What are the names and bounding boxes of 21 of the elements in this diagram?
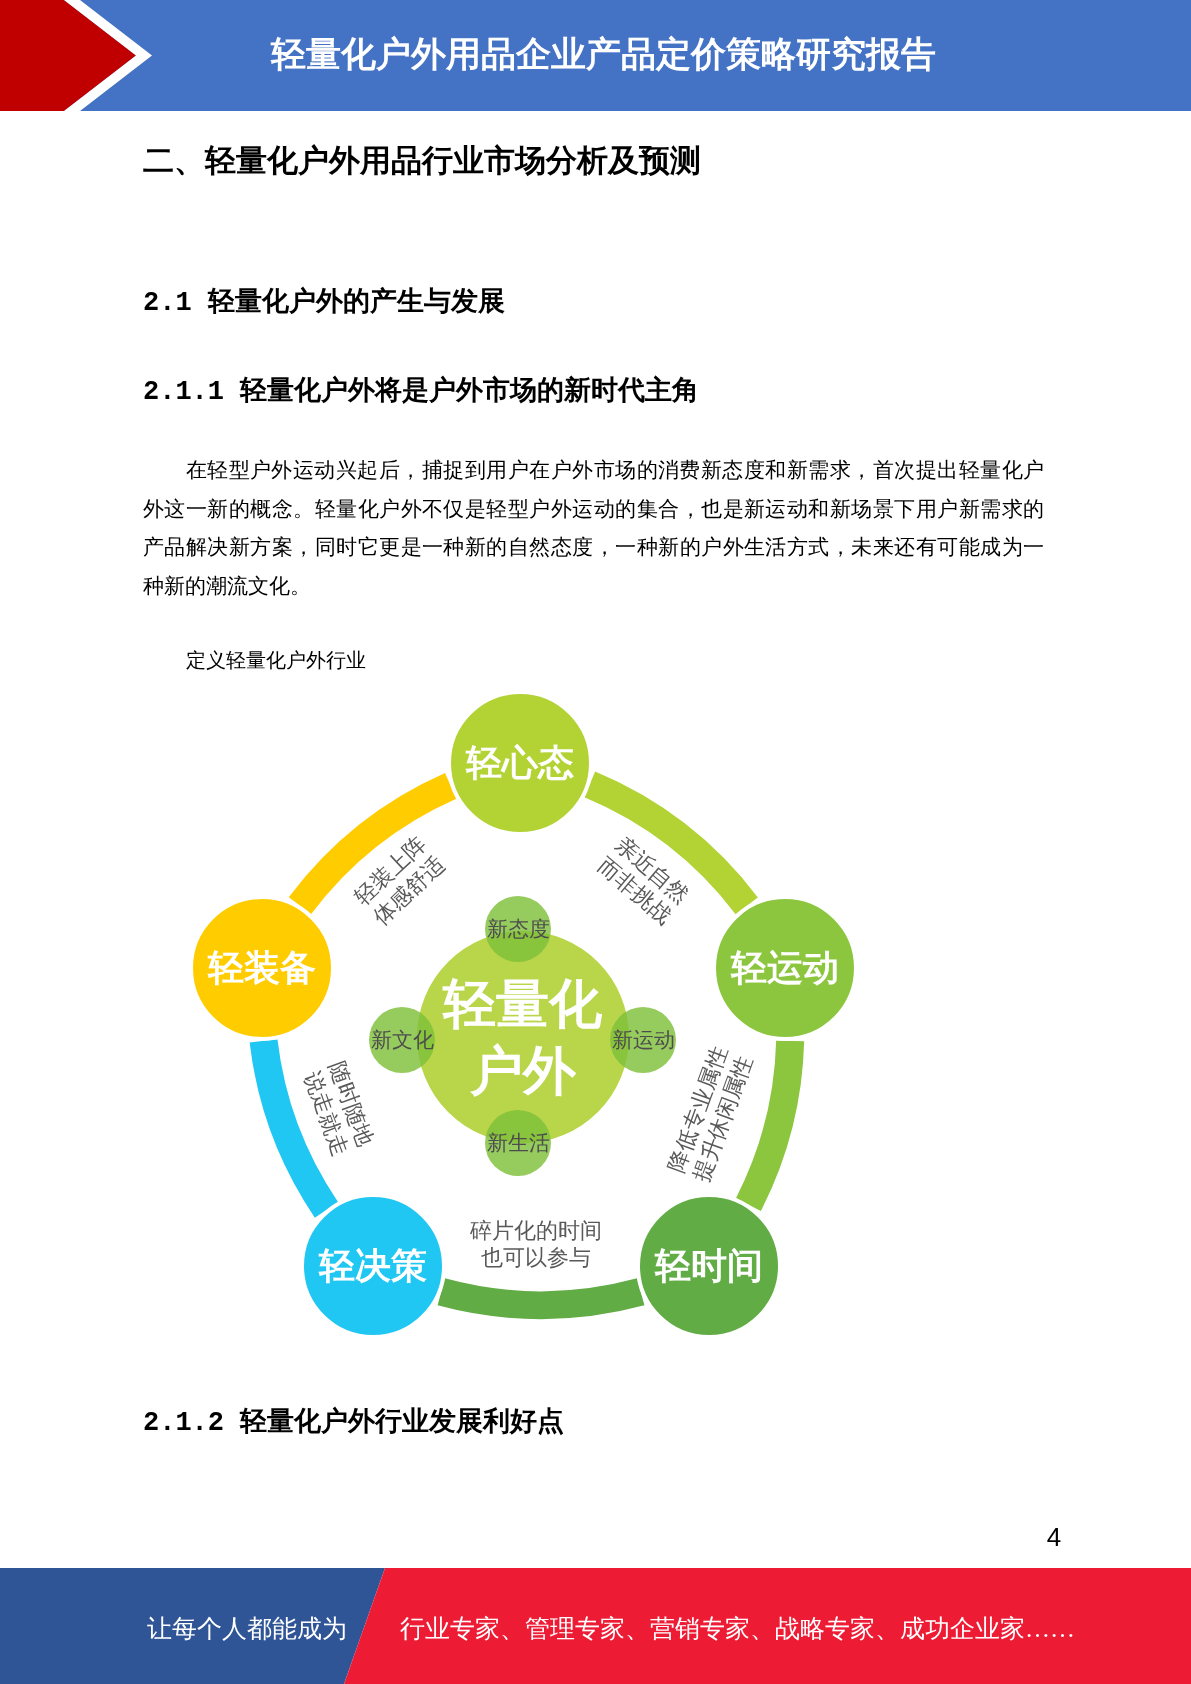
- figure-caption: 定义轻量化户外行业: [186, 647, 366, 673]
- bubble-circle: 新生活: [485, 1110, 551, 1176]
- footer-text: 行业专家、管理专家、营销专家、战略专家、成功企业家……: [400, 1613, 1075, 1644]
- bubble-circle: 新运动: [610, 1007, 676, 1073]
- edge-label: 亲近自然而非挑战: [592, 831, 695, 931]
- arc-band: [289, 773, 458, 915]
- bubble-circle: 新态度: [485, 896, 551, 962]
- arc-band: [735, 1039, 805, 1211]
- edge-label: 碎片化的时间也可以参与: [469, 1218, 603, 1272]
- bubble-circle: 新文化: [369, 1007, 435, 1073]
- arc-band: [438, 1278, 644, 1319]
- section-heading: 2.1 轻量化户外的产生与发展: [143, 286, 505, 319]
- page-title: 轻量化户外用品企业产品定价策略研究报告: [270, 32, 936, 76]
- section-heading: 二、轻量化户外用品行业市场分析及预测: [143, 141, 701, 180]
- section-heading: 2.1.2 轻量化户外行业发展利好点: [143, 1406, 565, 1439]
- page-number: 4: [1046, 1521, 1062, 1553]
- body-paragraph: 在轻型户外运动兴起后，捕捉到用户在户外市场的消费新态度和新需求，首次提出轻量化户外这一新的概念。轻量化户外不仅是轻型户外运动的集合，也是新运动和新场景下用户新需求的产品解决新方案，同时它更是一种新的自然态度，一种新的户外生活方式，未来还有可能成为一种新的潮流文化。: [143, 457, 1044, 600]
- arc-band: [249, 1038, 339, 1217]
- section-heading: 2.1.1 轻量化户外将是户外市场的新时代主角: [143, 374, 700, 408]
- footer-text: 让每个人都能成为: [147, 1613, 347, 1644]
- arc-band: [583, 771, 758, 915]
